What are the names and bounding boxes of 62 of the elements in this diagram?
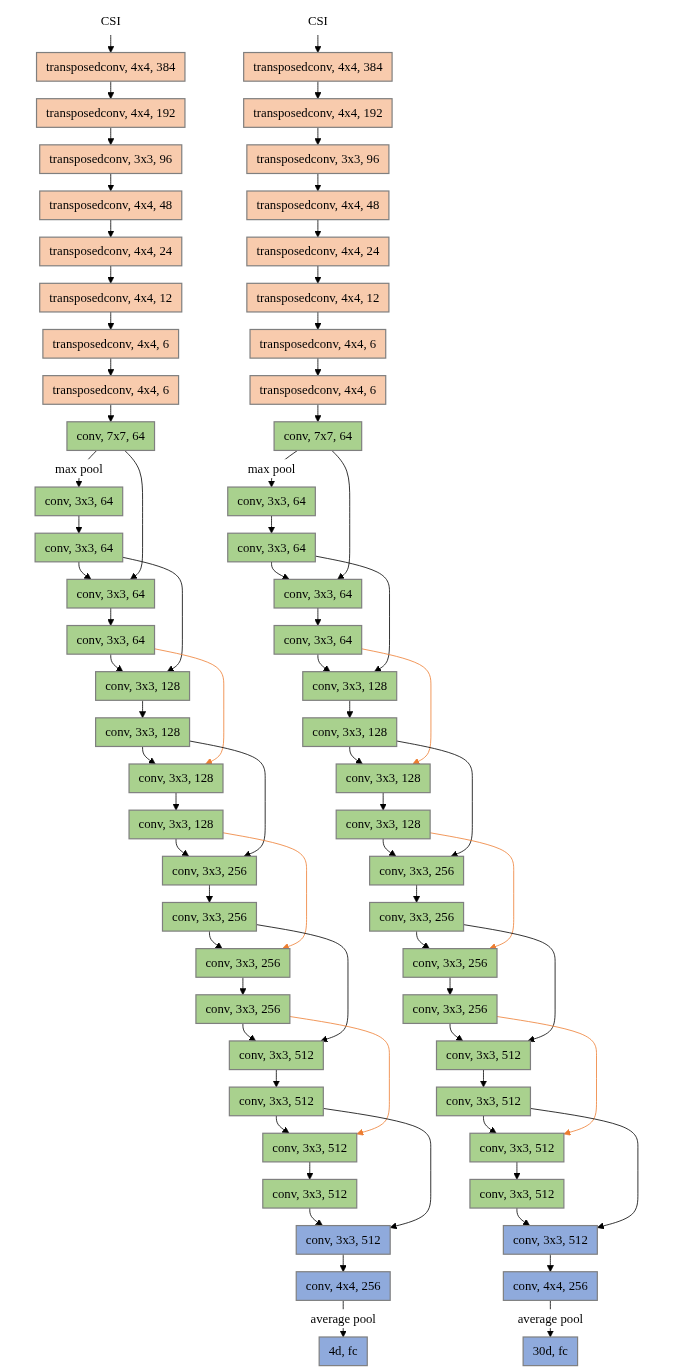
node-box: transposedconv, 4x4, 6 xyxy=(249,375,387,405)
node-box: conv, 3x3, 512 xyxy=(502,1224,598,1255)
node-box: conv, 3x3, 512 xyxy=(469,1178,565,1209)
edge-label: average pool xyxy=(310,1311,376,1326)
node-box: conv, 3x3, 128 xyxy=(335,809,431,840)
node-box: transposedconv, 4x4, 192 xyxy=(35,98,186,128)
node-box: conv, 3x3, 64 xyxy=(227,532,316,563)
node-box: conv, 3x3, 128 xyxy=(128,763,224,794)
edge-label: max pool xyxy=(247,461,296,476)
node-box: transposedconv, 4x4, 6 xyxy=(42,328,180,359)
node-box: conv, 3x3, 256 xyxy=(369,901,465,932)
node-box: conv, 3x3, 256 xyxy=(161,901,258,932)
node-box: conv, 3x3, 512 xyxy=(228,1086,324,1117)
node-box: conv, 3x3, 128 xyxy=(95,671,191,701)
node-box: conv, 3x3, 512 xyxy=(435,1086,532,1117)
node-box: transposedconv, 3x3, 96 xyxy=(246,144,390,175)
node-box: conv, 3x3, 512 xyxy=(469,1132,565,1163)
node-box: conv, 7x7, 64 xyxy=(66,421,156,452)
node-box: conv, 3x3, 256 xyxy=(402,948,498,978)
node-box: conv, 3x3, 64 xyxy=(34,532,124,563)
node-box: transposedconv, 4x4, 6 xyxy=(42,375,180,405)
node-box: transposedconv, 4x4, 384 xyxy=(35,51,186,82)
node-text: CSI xyxy=(100,13,121,28)
node-box: transposedconv, 4x4, 6 xyxy=(249,328,387,359)
node-box: conv, 3x3, 64 xyxy=(66,624,156,655)
node-box: transposedconv, 4x4, 192 xyxy=(243,98,393,128)
node-box: conv, 3x3, 256 xyxy=(195,948,291,978)
node-box: conv, 3x3, 128 xyxy=(335,763,431,794)
node-box: transposedconv, 4x4, 48 xyxy=(246,190,390,221)
node-box: conv, 3x3, 64 xyxy=(273,624,363,655)
node-box: conv, 3x3, 128 xyxy=(128,809,224,840)
node-box: conv, 3x3, 256 xyxy=(195,994,291,1025)
node-box: conv, 3x3, 512 xyxy=(228,1040,324,1071)
node-box: transposedconv, 3x3, 96 xyxy=(39,144,183,175)
node-box: transposedconv, 4x4, 24 xyxy=(246,236,390,267)
node-box: conv, 3x3, 128 xyxy=(95,717,191,748)
node-box: conv, 3x3, 512 xyxy=(262,1132,358,1163)
node-box: conv, 3x3, 64 xyxy=(273,578,363,609)
node-box: 30d, fc xyxy=(522,1336,579,1367)
node-box: conv, 3x3, 256 xyxy=(161,855,258,886)
node-box: conv, 3x3, 512 xyxy=(295,1224,391,1255)
node-box: conv, 3x3, 64 xyxy=(34,486,124,517)
node-box: conv, 3x3, 128 xyxy=(302,671,398,701)
node-box: conv, 7x7, 64 xyxy=(273,421,363,452)
node-box: transposedconv, 4x4, 12 xyxy=(246,282,390,313)
node-box: transposedconv, 4x4, 384 xyxy=(243,51,393,82)
edge-label: max pool xyxy=(55,461,103,476)
node-box: conv, 3x3, 256 xyxy=(402,994,498,1025)
node-box: conv, 3x3, 256 xyxy=(369,855,465,886)
edge-label: average pool xyxy=(517,1311,584,1326)
node-box: transposedconv, 4x4, 12 xyxy=(39,282,183,313)
node-text: CSI xyxy=(307,13,328,28)
node-box: conv, 3x3, 64 xyxy=(227,486,316,517)
node-box: transposedconv, 4x4, 48 xyxy=(39,190,183,221)
node-box: conv, 3x3, 128 xyxy=(302,717,398,748)
node-box: conv, 3x3, 512 xyxy=(262,1178,358,1209)
node-box: conv, 4x4, 256 xyxy=(502,1271,598,1301)
node-box: conv, 3x3, 512 xyxy=(435,1040,532,1071)
node-box: conv, 4x4, 256 xyxy=(295,1271,391,1301)
node-box: transposedconv, 4x4, 24 xyxy=(39,236,183,267)
node-box: conv, 3x3, 64 xyxy=(66,578,156,609)
node-box: 4d, fc xyxy=(318,1336,368,1367)
